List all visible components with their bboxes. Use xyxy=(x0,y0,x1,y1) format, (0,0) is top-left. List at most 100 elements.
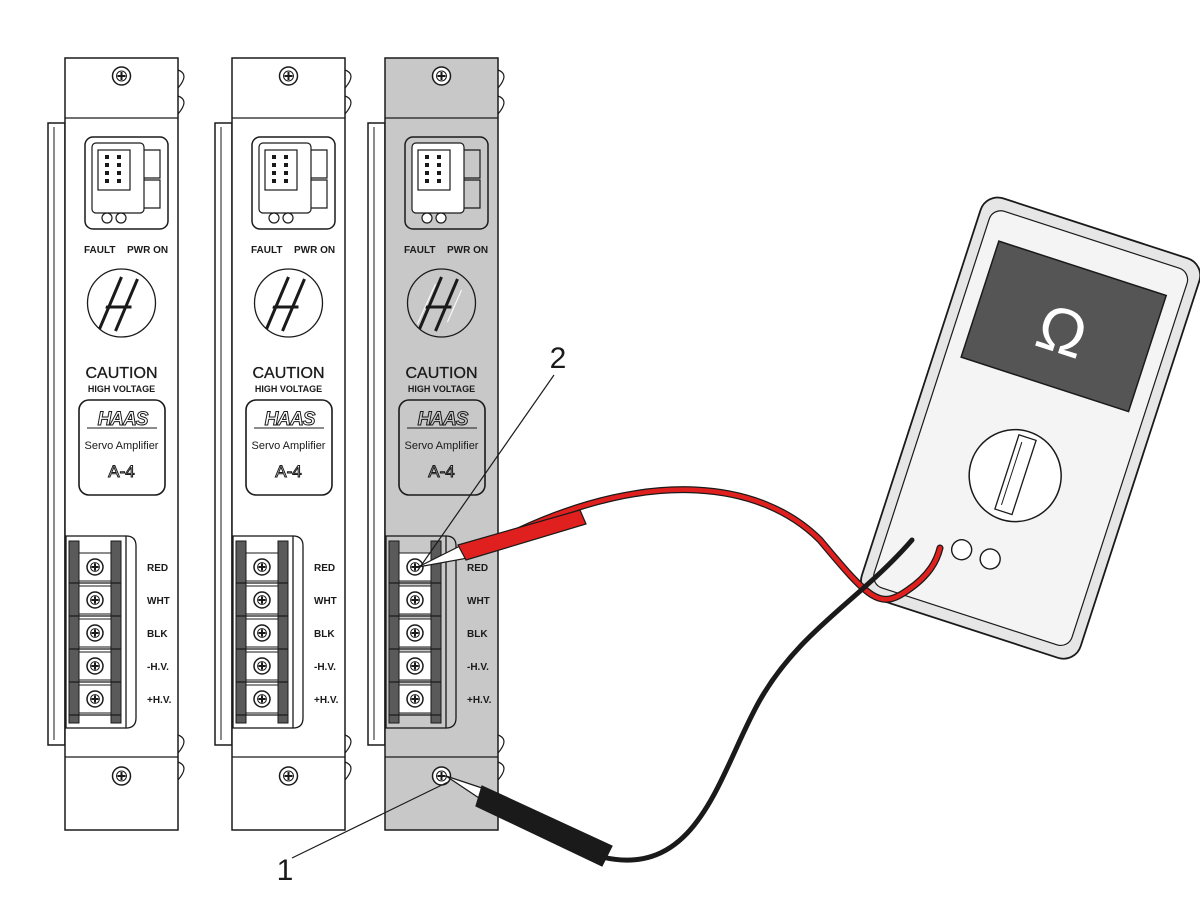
fault-label: FAULT xyxy=(251,245,282,256)
power-led xyxy=(115,212,127,224)
terminal-1 xyxy=(389,552,441,584)
terminal-2 xyxy=(236,585,288,617)
black-probe xyxy=(445,775,613,867)
test-leads xyxy=(417,486,944,867)
pwr-on-label: PWR ON xyxy=(127,245,168,256)
terminal-screw xyxy=(406,591,424,609)
terminal-2 xyxy=(389,585,441,617)
terminal-3 xyxy=(69,618,121,650)
terminal-screw xyxy=(253,657,271,675)
bottom-mounting-screw xyxy=(278,766,299,786)
bottom-mounting-screw xyxy=(111,766,132,786)
terminal-screw xyxy=(86,657,104,675)
power-led xyxy=(435,212,447,224)
model-number: A-4 xyxy=(108,462,134,481)
high-voltage-label: HIGH VOLTAGE xyxy=(88,384,155,394)
caution-label: CAUTION xyxy=(86,365,158,382)
terminal-label-2: WHT xyxy=(147,596,170,607)
terminal-label-1: RED xyxy=(147,563,168,574)
product-name: Servo Amplifier xyxy=(252,440,326,452)
brand-logo: HAAS xyxy=(418,409,469,430)
terminal-label-4: -H.V. xyxy=(467,662,489,673)
haas-h-logo xyxy=(406,268,477,338)
terminal-screw xyxy=(86,690,104,708)
selector-dial xyxy=(968,428,1062,523)
top-mounting-screw xyxy=(278,66,299,86)
terminal-3 xyxy=(236,618,288,650)
black-test-lead xyxy=(599,537,915,863)
terminal-label-1: RED xyxy=(467,563,488,574)
haas-h-logo xyxy=(253,268,324,338)
terminal-screw xyxy=(86,558,104,576)
terminal-1 xyxy=(69,552,121,584)
side-rail xyxy=(214,122,233,746)
brand-logo: HAAS xyxy=(98,409,149,430)
multimeter: Ω xyxy=(860,196,1200,660)
model-number: A-4 xyxy=(275,462,301,481)
signal-connector xyxy=(251,136,336,230)
terminal-5 xyxy=(236,684,288,716)
power-led xyxy=(282,212,294,224)
callout-1-leader xyxy=(291,781,449,859)
fault-led xyxy=(101,212,113,224)
product-name: Servo Amplifier xyxy=(85,440,159,452)
terminal-label-4: -H.V. xyxy=(147,662,169,673)
caution-label: CAUTION xyxy=(253,365,325,382)
top-mounting-screw xyxy=(431,66,452,86)
pwr-on-label: PWR ON xyxy=(447,245,488,256)
callout-2-number: 2 xyxy=(550,342,567,375)
terminal-screw xyxy=(253,690,271,708)
callout-1-number: 1 xyxy=(277,854,294,887)
terminal-4 xyxy=(236,651,288,683)
servo-amplifier-1: FAULT PWR ON CAUTION HIGH VOLTAGE HAAS Servo … xyxy=(47,57,185,831)
callouts: 12 xyxy=(277,342,567,887)
terminal-screw xyxy=(406,624,424,642)
terminal-label-2: WHT xyxy=(467,596,490,607)
terminal-screw xyxy=(406,558,424,576)
callout-2-leader xyxy=(417,374,555,571)
terminal-4 xyxy=(69,651,121,683)
terminal-strip xyxy=(385,535,457,729)
terminal-5 xyxy=(69,684,121,716)
signal-connector xyxy=(404,136,489,230)
terminal-5 xyxy=(389,684,441,716)
high-voltage-label: HIGH VOLTAGE xyxy=(255,384,322,394)
amplifier-panels: FAULT PWR ON CAUTION HIGH VOLTAGE HAAS Servo … xyxy=(47,57,505,831)
brand-logo: HAAS xyxy=(265,409,316,430)
fault-led xyxy=(268,212,280,224)
terminal-label-3: BLK xyxy=(147,629,168,640)
side-rail xyxy=(367,122,386,746)
terminal-3 xyxy=(389,618,441,650)
terminal-screw xyxy=(406,657,424,675)
terminal-screw xyxy=(406,690,424,708)
ohm-jack xyxy=(979,548,1001,570)
terminal-1 xyxy=(236,552,288,584)
terminal-label-1: RED xyxy=(314,563,335,574)
fault-label: FAULT xyxy=(84,245,115,256)
product-label-plate xyxy=(245,399,333,496)
terminal-screw xyxy=(253,624,271,642)
red-probe xyxy=(417,509,587,568)
terminal-label-5: +H.V. xyxy=(147,695,172,706)
red-test-lead xyxy=(517,487,943,602)
terminal-screw xyxy=(253,591,271,609)
top-mounting-screw xyxy=(111,66,132,86)
terminal-screw xyxy=(253,558,271,576)
terminal-screw xyxy=(86,591,104,609)
terminal-label-3: BLK xyxy=(467,629,488,640)
terminal-strip xyxy=(65,535,137,729)
terminal-label-2: WHT xyxy=(314,596,337,607)
terminal-2 xyxy=(69,585,121,617)
terminal-label-5: +H.V. xyxy=(314,695,339,706)
terminal-label-5: +H.V. xyxy=(467,695,492,706)
product-label-plate xyxy=(398,399,486,496)
fault-led xyxy=(421,212,433,224)
meter-display xyxy=(960,240,1168,413)
terminal-screw xyxy=(86,624,104,642)
terminal-label-4: -H.V. xyxy=(314,662,336,673)
com-jack xyxy=(950,539,973,561)
side-rail xyxy=(47,122,66,746)
